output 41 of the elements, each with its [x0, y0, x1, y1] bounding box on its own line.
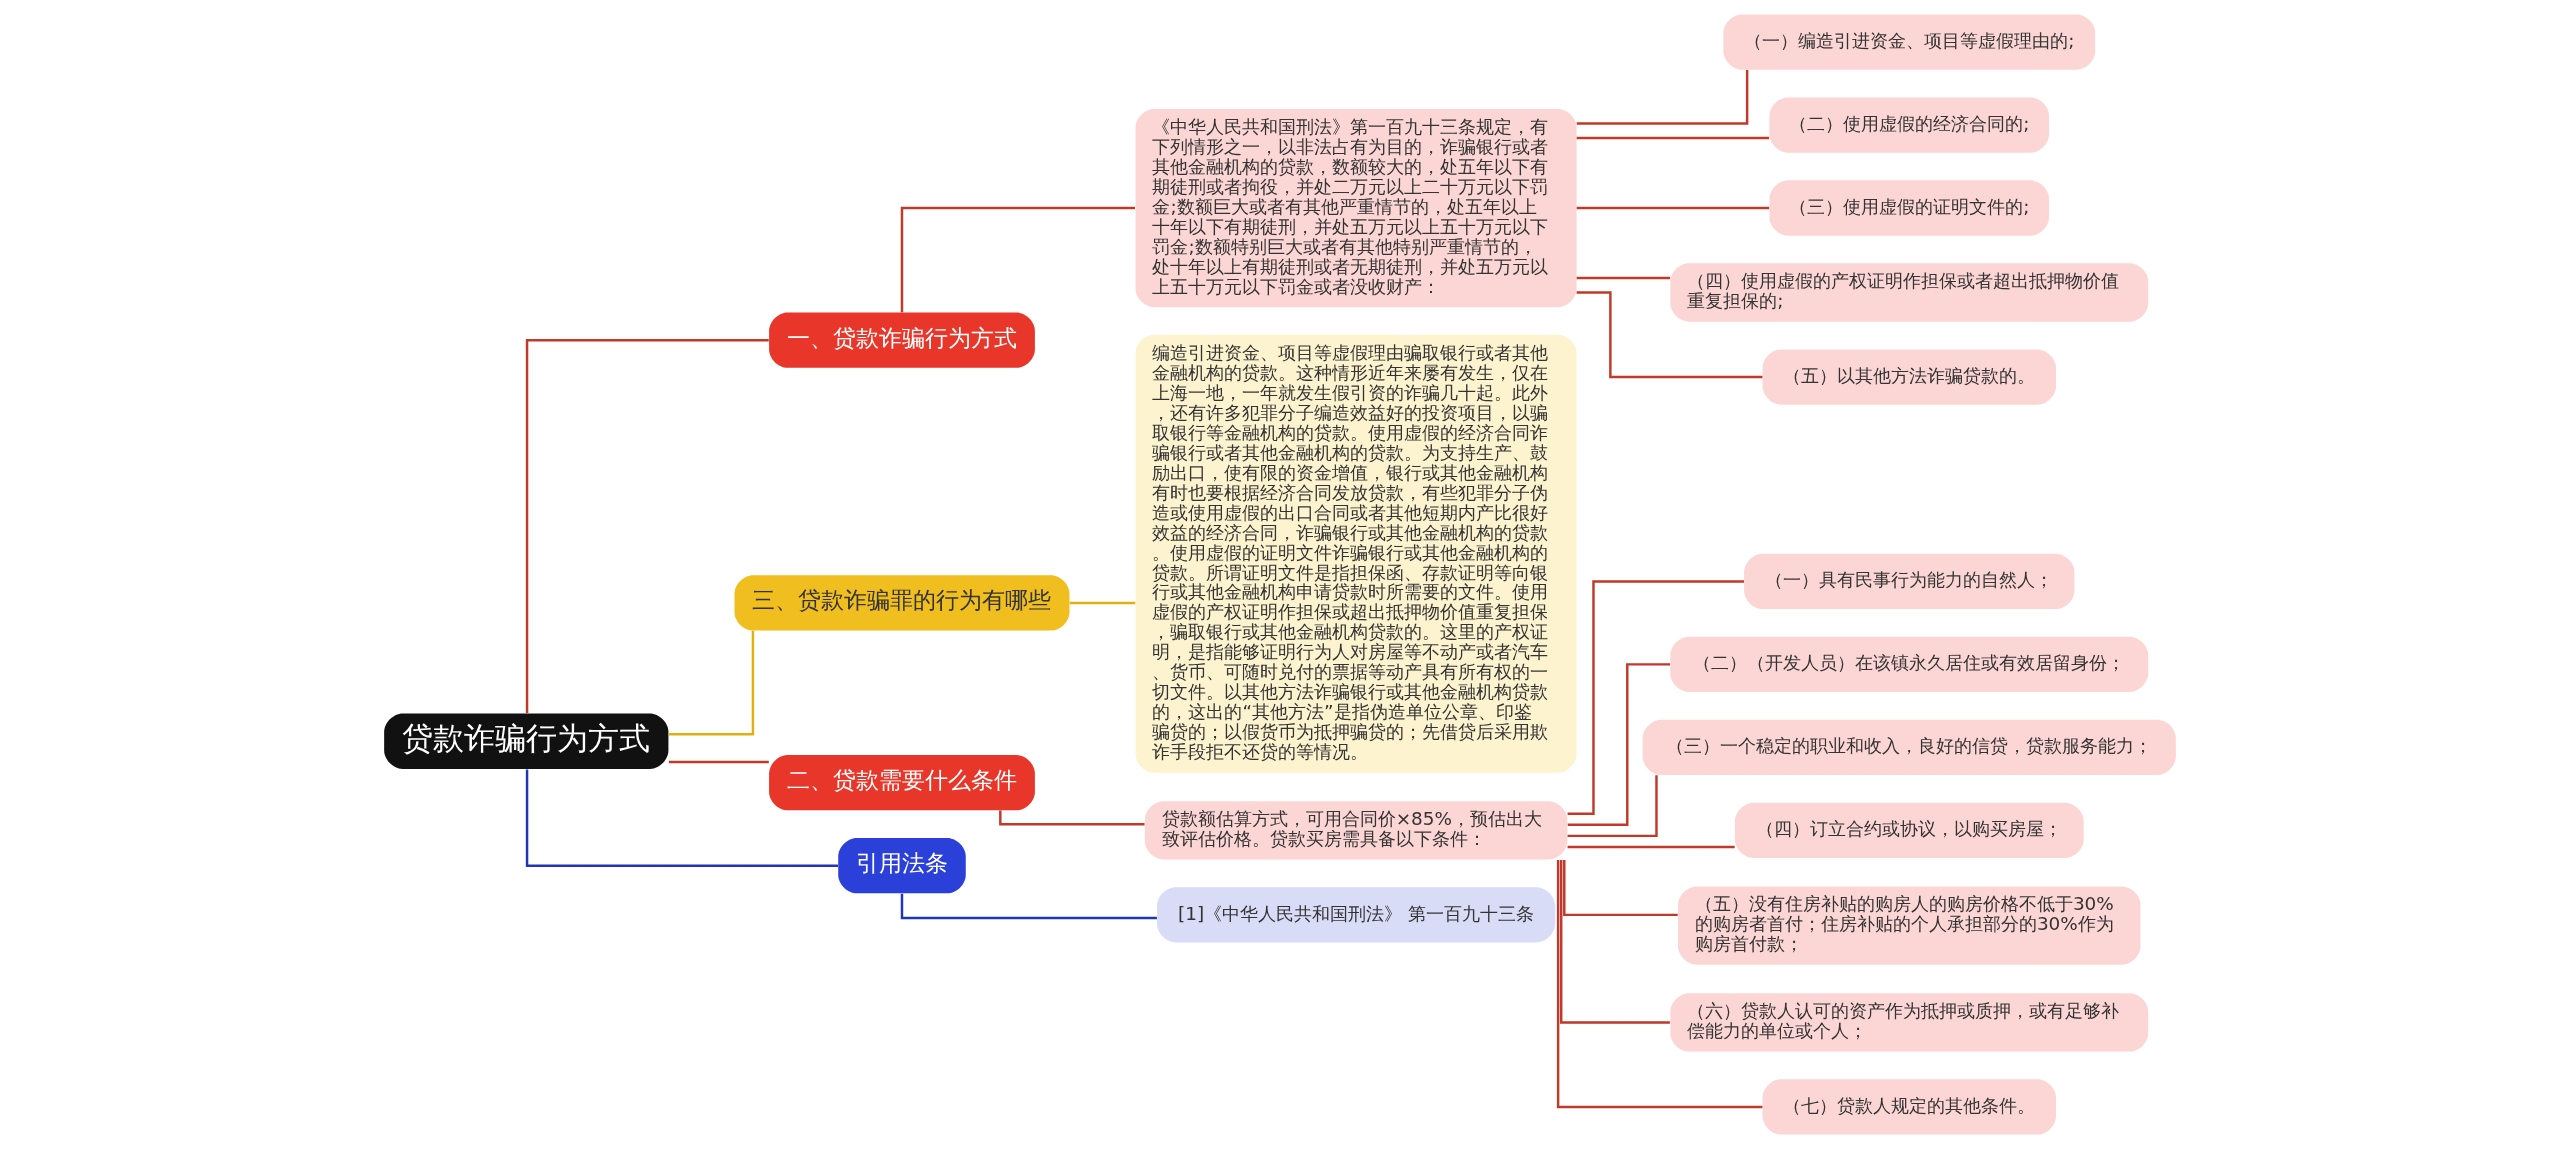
node-box: （一）具有民事行为能力的自然人；: [1744, 553, 2075, 610]
node-box: （二）（开发人员）在该镇永久居住或有效居留身份；: [1670, 636, 2149, 693]
node-box: （一）编造引进资金、项目等虚假理由的;: [1723, 14, 2096, 70]
node-box: （五）以其他方法诈骗贷款的。: [1762, 349, 2056, 405]
connector: [1567, 663, 1671, 827]
node-box: （三）一个稳定的职业和收入，良好的信贷，贷款服务能力；: [1642, 719, 2176, 776]
node-box: 二、贷款需要什么条件: [769, 755, 1035, 811]
connector: [1576, 206, 1770, 210]
node-box: （五）没有住房补贴的购房人的购房价格不低于30%的购房者首付；住房补贴的个人承担部分的30%作为购房首付款；: [1678, 886, 2141, 965]
connector: [1567, 845, 1735, 849]
node-box: （七）贷款人规定的其他条件。: [1762, 1079, 2056, 1135]
connector: [1563, 859, 1678, 917]
connector: [1576, 291, 1763, 379]
connector: [900, 893, 1157, 920]
connector: [1576, 276, 1671, 280]
connector: [1567, 775, 1658, 838]
node-box: 引用法条: [838, 838, 966, 894]
node-box: 贷款额估算方式，可用合同价×85%，预估出大致评估价格。贷款买房需具备以下条件：: [1144, 801, 1568, 860]
node-box: （三）使用虚假的证明文件的;: [1769, 180, 2050, 236]
connector: [668, 760, 769, 764]
connector: [900, 206, 1135, 313]
node-box: （四）使用虚假的产权证明作担保或者超出抵押物价值重复担保的;: [1670, 263, 2149, 322]
node-box: 编造引进资金、项目等虚假理由骗取银行或者其他金融机构的贷款。这种情形近年来屡有发生，仅在上海一地，一年就发生假引资的诈骗几十起。此外，还有许多犯罪分子编造效益好的投资项目，以骗取银行等金融机构的贷款。使用虚假的经济合同诈骗银行或者其他金融机构的贷款。为支持生产、鼓励出口，使有限的资金增值，银行或其他金融机构有时也要根据经济合同发放贷款，有些犯罪分子伪造或使用虚假的出口合同或者其他短期内产比很好效益的经济合同，诈骗银行或其他金融机构的贷款。使用虚假的证明文件诈骗银行或其他金融机构的贷款。所谓证明文件是指担保函、存款证明等向银行或其他金融机构申请贷款时所需要的文件。使用虚假的产权证明作担保或超出抵押物价值重复担保，骗取银行或其他金融机构贷款的。这里的产权证明，是指能够证明行为人对房屋等不动产或者汽车、货币、可随时兑付的票据等动产具有所有权的一切文件。以其他方法诈骗银行或其他金融机构贷款的，这出的“其他方法”是指伪造单位公章、印鉴骗贷的；以假货币为抵押骗贷的；先借贷后采用欺诈手段拒不还贷的等情况。: [1135, 334, 1577, 773]
node-box: [1]《中华人民共和国刑法》 第一百九十三条: [1157, 887, 1556, 943]
connector: [1576, 136, 1770, 140]
node-box: （六）贷款人认可的资产作为抵押或质押，或有足够补偿能力的单位或个人；: [1670, 993, 2149, 1052]
connector: [668, 630, 755, 736]
node-box: （二）使用虚假的经济合同的;: [1769, 97, 2050, 153]
connector: [525, 769, 838, 867]
connector: [999, 810, 1145, 826]
node-box: 贷款诈骗行为方式: [384, 713, 669, 769]
connector: [1576, 70, 1749, 125]
connector: [1559, 859, 1670, 1024]
connector: [1567, 580, 1744, 815]
connector: [1069, 601, 1136, 605]
connector: [525, 338, 769, 714]
node-box: （四）订立合约或协议，以购买房屋；: [1734, 802, 2084, 858]
node-box: 三、贷款诈骗罪的行为有哪些: [734, 575, 1070, 631]
connector: [1556, 859, 1763, 1109]
node-box: 《中华人民共和国刑法》第一百九十三条规定，有下列情形之一，以非法占有为目的，诈骗银行或者其他金融机构的贷款，数额较大的，处五年以下有期徒刑或者拘役，并处二万元以上二十万元以下罚金;数额巨大或者有其他严重情节的，处五年以上十年以下有期徒刑，并处五万元以上五十万元以下罚金;数额特别巨大或者有其他特别严重情节的，处十年以上有期徒刑或者无期徒刑，并处五万元以上五十万元以下罚金或者没收财产：: [1135, 108, 1577, 308]
node-box: 一、贷款诈骗行为方式: [769, 312, 1035, 368]
